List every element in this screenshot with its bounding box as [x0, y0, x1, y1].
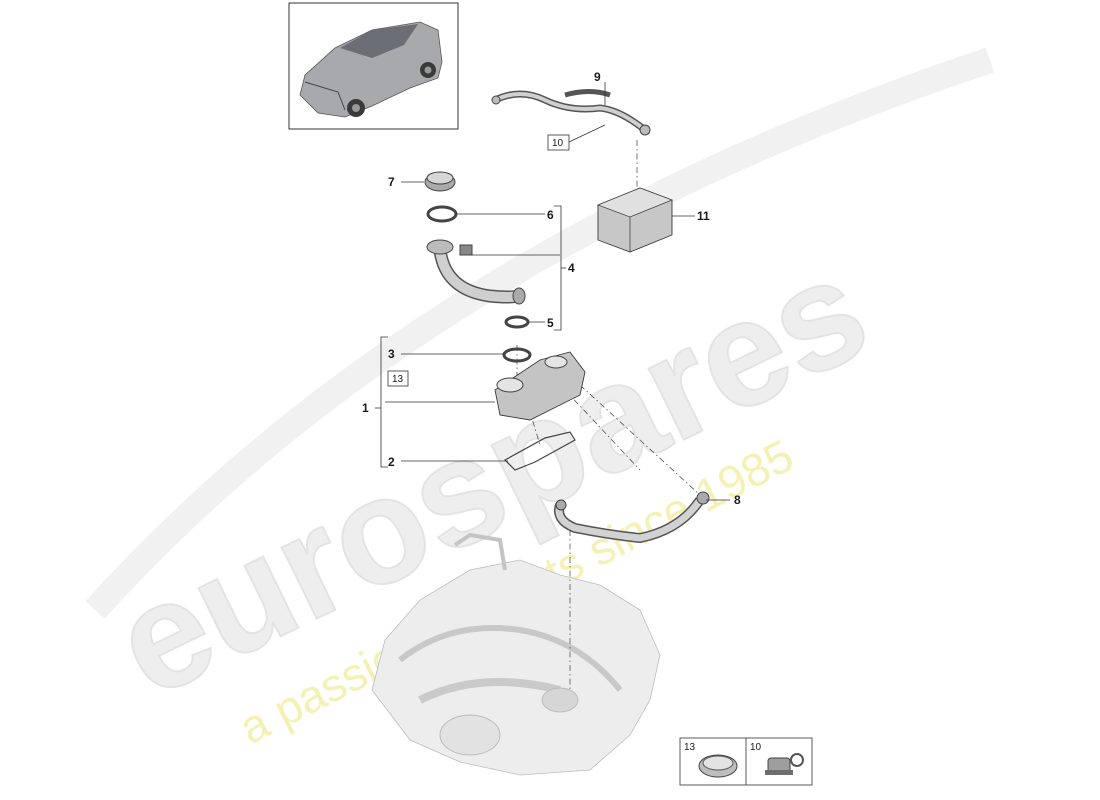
- callout-5[interactable]: 5: [547, 316, 554, 330]
- callout-7[interactable]: 7: [388, 175, 395, 189]
- callout-2[interactable]: 2: [388, 455, 395, 469]
- boxed-callout-13[interactable]: 13: [387, 370, 409, 387]
- filler-tube: [426, 239, 526, 305]
- housing-seal-ring: [502, 347, 532, 363]
- legend-item-13[interactable]: 13: [684, 742, 738, 778]
- callout-6[interactable]: 6: [547, 208, 554, 222]
- callout-4[interactable]: 4: [568, 261, 575, 275]
- legend: 13 10: [679, 737, 813, 786]
- callout-11[interactable]: 11: [697, 209, 710, 223]
- gasket: [504, 431, 576, 471]
- legend-item-10[interactable]: 10: [750, 742, 804, 775]
- svg-text:10: 10: [750, 742, 762, 753]
- svg-text:13: 13: [392, 374, 404, 385]
- leader-lines: [375, 82, 730, 501]
- callout-1[interactable]: 1: [362, 401, 369, 415]
- boxed-callout-10[interactable]: 10: [547, 134, 570, 151]
- oil-filter-housing: [494, 351, 586, 421]
- small-seal-ring: [504, 315, 530, 329]
- suv-vehicle-icon: [299, 21, 443, 118]
- vehicle-thumbnail: [288, 2, 459, 130]
- svg-text:10: 10: [552, 138, 564, 149]
- oil-cooler: [596, 187, 674, 253]
- filler-cap: [424, 171, 456, 192]
- callout-8[interactable]: 8: [734, 493, 741, 507]
- callout-9[interactable]: 9: [594, 70, 601, 84]
- callout-labels: 9 7 11 6 4 5 3 1 2 8 10 13: [362, 70, 741, 507]
- svg-text:13: 13: [684, 742, 696, 753]
- pipe-assembly: [491, 89, 651, 136]
- clamp-ring-icon: [698, 754, 738, 778]
- hose-clip-icon: [765, 753, 804, 775]
- callout-3[interactable]: 3: [388, 347, 395, 361]
- coolant-pipe: [554, 491, 710, 544]
- engine-block: [371, 532, 661, 776]
- seal-ring: [426, 205, 458, 223]
